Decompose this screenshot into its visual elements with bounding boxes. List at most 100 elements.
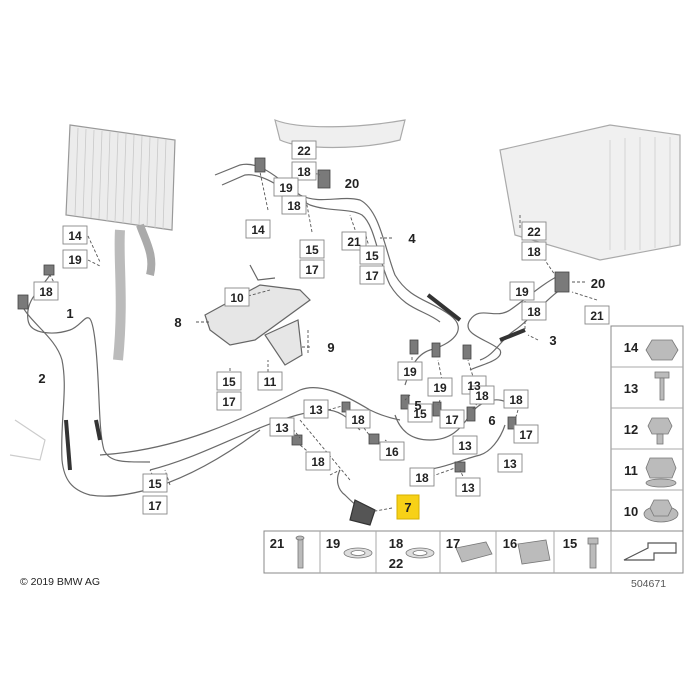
callout-18-label: 18	[527, 305, 541, 319]
bracket-8-illustration	[204, 284, 311, 346]
pipe-6-illustration	[419, 424, 506, 471]
callout-19-label: 19	[279, 181, 293, 195]
callout-18-label: 18	[287, 199, 301, 213]
callout-18-box	[305, 451, 331, 471]
callout-14-box	[62, 225, 88, 245]
direction-arrow-icon	[623, 542, 677, 561]
callout-15-box	[359, 245, 385, 265]
legend-bottom-21: 21	[270, 536, 284, 551]
callout-15-box	[299, 239, 325, 259]
callout-13-box	[452, 435, 478, 455]
callout-14-label: 14	[251, 223, 265, 237]
callout-15-label: 15	[148, 477, 162, 491]
part-4-label: 4	[408, 231, 416, 246]
legend-bottom-19: 19	[326, 536, 340, 551]
callout-15-box	[142, 473, 168, 493]
callout-18-label: 18	[527, 245, 541, 259]
callout-18-label: 18	[311, 455, 325, 469]
legend-right-10: 10	[624, 504, 638, 519]
pipe-4-illustration	[214, 163, 459, 386]
condenser-illustration	[65, 124, 176, 361]
callout-22-box	[291, 140, 317, 160]
diagram-number: 504671	[631, 578, 667, 590]
part-1-label: 1	[66, 306, 73, 321]
callout-22-box	[521, 221, 547, 241]
part-2-label: 2	[38, 371, 45, 386]
callout-17-label: 17	[519, 428, 533, 442]
pipe-1-illustration	[27, 274, 151, 463]
legend-right-11: 11	[624, 463, 638, 478]
callout-22-label: 22	[527, 225, 541, 239]
callout-17-label: 17	[148, 499, 162, 513]
callout-13-box	[497, 453, 523, 473]
callout-18-box	[503, 389, 529, 409]
callout-13-box	[303, 399, 329, 419]
legend-right-12: 12	[624, 422, 638, 437]
legend-bottom-18: 18	[389, 536, 403, 551]
callout-10-box	[224, 287, 250, 307]
part-8-label: 8	[174, 315, 181, 330]
callout-18-label: 18	[297, 165, 311, 179]
callout-15-label: 15	[365, 249, 379, 263]
callout-14-box	[245, 219, 271, 239]
callout-21-label: 21	[590, 309, 604, 323]
callout-15-box	[216, 371, 242, 391]
callout-10-label: 10	[230, 291, 244, 305]
part-5-label: 5	[414, 398, 421, 413]
part-6-label: 6	[488, 413, 495, 428]
callout-18-label: 18	[415, 471, 429, 485]
legend-bottom-22: 22	[389, 556, 403, 571]
long-pipe-illustration	[99, 386, 401, 456]
part-20-label: 20	[591, 276, 605, 291]
callout-18-box	[409, 467, 435, 487]
callout-17-box	[513, 424, 539, 444]
callout-17-label: 17	[305, 263, 319, 277]
callout-19-label: 19	[515, 285, 529, 299]
legend-bottom-17: 17	[446, 536, 460, 551]
callout-17-box	[299, 259, 325, 279]
callout-18-label: 18	[475, 389, 489, 403]
part-20-label: 20	[345, 176, 359, 191]
callout-18-box	[521, 301, 547, 321]
callout-13-box	[455, 477, 481, 497]
copyright-text: © 2019 BMW AG	[20, 576, 101, 588]
callout-11-label: 11	[264, 375, 277, 389]
callout-18-label: 18	[509, 393, 523, 407]
callout-labels: 14 19 18 22 18 19 18 14 15 17 21 15 17 1…	[38, 144, 605, 513]
callout-13-label: 13	[309, 403, 323, 417]
legend-right-13: 13	[624, 381, 638, 396]
part-3-label: 3	[549, 333, 556, 348]
callout-11-box	[257, 371, 283, 391]
callout-15-label: 15	[222, 375, 236, 389]
callout-18-box	[281, 195, 307, 215]
callout-21-box	[341, 231, 367, 251]
bracket-9-illustration	[264, 319, 303, 366]
legend-right: 14 13 12 11 10	[610, 325, 684, 535]
callout-18-label: 18	[351, 413, 365, 427]
callout-19-label: 19	[433, 381, 447, 395]
callout-21-label: 21	[347, 235, 361, 249]
legend-right-14: 14	[624, 340, 639, 355]
part-7-label: 7	[404, 500, 411, 515]
callout-17-box	[359, 265, 385, 285]
callout-18-label: 18	[39, 285, 53, 299]
callout-19-label: 19	[403, 365, 417, 379]
callout-19-label: 19	[68, 253, 82, 267]
callout-17-label: 17	[222, 395, 236, 409]
callout-15-label: 15	[413, 407, 427, 421]
callout-17-box	[439, 409, 465, 429]
callout-16-box	[379, 441, 405, 461]
callout-13-label: 13	[467, 379, 481, 393]
callout-19-box	[509, 281, 535, 301]
highlight-part-7: 7	[396, 494, 420, 520]
callout-16-label: 16	[385, 445, 399, 459]
callout-22-label: 22	[297, 144, 311, 158]
callout-13-label: 13	[458, 439, 472, 453]
callout-15-box	[407, 403, 433, 423]
callout-13-label: 13	[275, 421, 289, 435]
legend-bottom: 21 19 18 22 17 16 15	[263, 530, 684, 574]
callouts	[33, 140, 610, 515]
callout-19-box	[62, 249, 88, 269]
callout-17-box	[142, 495, 168, 515]
